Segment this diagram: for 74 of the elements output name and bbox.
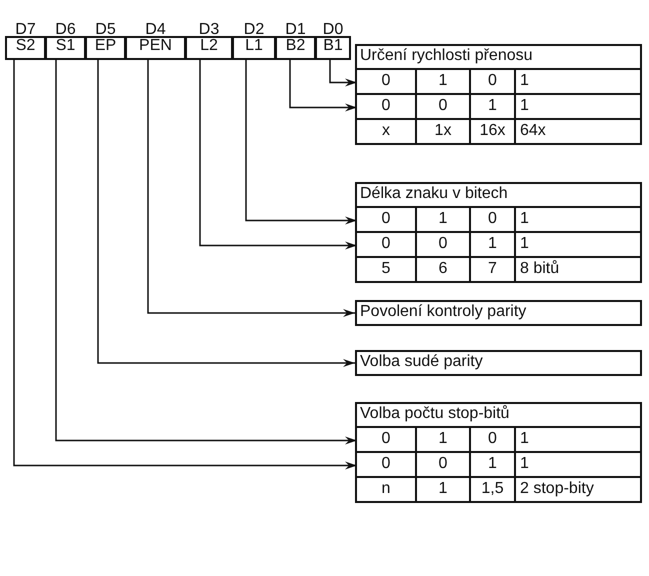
table-row <box>357 233 640 258</box>
bit-number: D7 <box>14 22 37 38</box>
table-value: 1 <box>438 210 448 227</box>
table-value: 7 <box>488 260 497 277</box>
table-value: 1 <box>520 97 529 114</box>
table-heading: Určení rychlosti přenosu <box>357 46 640 70</box>
table-value: 1 <box>520 235 529 252</box>
bit-name: B1 <box>315 36 351 60</box>
table-value: 0 <box>438 97 448 114</box>
table-value: 0 <box>382 210 390 227</box>
table-value: 1 <box>488 455 497 472</box>
table-value: 0 <box>488 72 497 89</box>
bit-number: D0 <box>322 22 344 38</box>
bit-name: L2 <box>185 36 233 60</box>
table-row <box>357 453 640 478</box>
settings-table <box>355 402 642 503</box>
arrow <box>97 60 355 367</box>
table-value: 0 <box>382 455 390 472</box>
bit-name: L1 <box>232 36 276 60</box>
setting-label: Volba sudé parity <box>355 350 642 376</box>
bit-name: EP <box>85 36 126 60</box>
table-value: 0 <box>382 430 390 447</box>
table-value: n <box>382 480 390 497</box>
table-value: 64x <box>520 122 546 139</box>
table-value: 1 <box>488 235 497 252</box>
table-value: 0 <box>488 210 497 227</box>
table-value: 1,5 <box>481 480 504 497</box>
table-value: 2 stop-bity <box>520 480 594 497</box>
arrow <box>55 60 357 444</box>
table-value: 8 bitů <box>520 260 560 277</box>
table-row <box>357 208 640 233</box>
settings-table <box>355 182 642 283</box>
bit-name: PEN <box>125 36 186 60</box>
table-row <box>357 428 640 453</box>
bit-number: D1 <box>284 22 307 38</box>
table-value: 1 <box>438 480 448 497</box>
table-heading: Délka znaku v bitech <box>357 184 640 208</box>
arrow <box>289 60 357 112</box>
bit-name: S1 <box>45 36 86 60</box>
table-value: 1 <box>520 72 529 89</box>
table-value: 16x <box>480 122 506 139</box>
bit-number: D3 <box>198 22 220 38</box>
bit-number: D2 <box>242 22 266 38</box>
table-value: 0 <box>382 97 390 114</box>
bit-number: D4 <box>144 22 167 38</box>
table-value: 1 <box>438 430 448 447</box>
table-heading: Volba počtu stop-bitů <box>357 404 640 428</box>
table-value: 1x <box>434 122 452 139</box>
table-value: 0 <box>488 430 497 447</box>
table-value: x <box>382 122 390 139</box>
table-value: 0 <box>438 235 448 252</box>
arrow <box>199 60 357 250</box>
table-row <box>357 95 640 120</box>
table-value: 0 <box>382 72 390 89</box>
arrow <box>245 60 357 224</box>
table-value: 0 <box>382 235 390 252</box>
table-value: 1 <box>438 72 448 89</box>
table-value: 0 <box>438 455 448 472</box>
table-value: 1 <box>520 210 529 227</box>
settings-table <box>355 44 642 145</box>
table-value: 1 <box>520 430 529 447</box>
bit-name: S2 <box>5 36 46 60</box>
table-value: 1 <box>488 97 497 114</box>
arrow <box>147 60 355 317</box>
table-value: 6 <box>438 260 448 277</box>
bit-number: D5 <box>94 22 117 38</box>
table-value: 5 <box>382 260 390 277</box>
table-row <box>357 70 640 95</box>
bit-name: B2 <box>275 36 316 60</box>
arrow <box>13 60 357 470</box>
arrow <box>329 60 357 86</box>
table-value: 1 <box>520 455 529 472</box>
bit-number: D6 <box>54 22 77 38</box>
setting-label: Povolení kontroly parity <box>355 300 642 326</box>
